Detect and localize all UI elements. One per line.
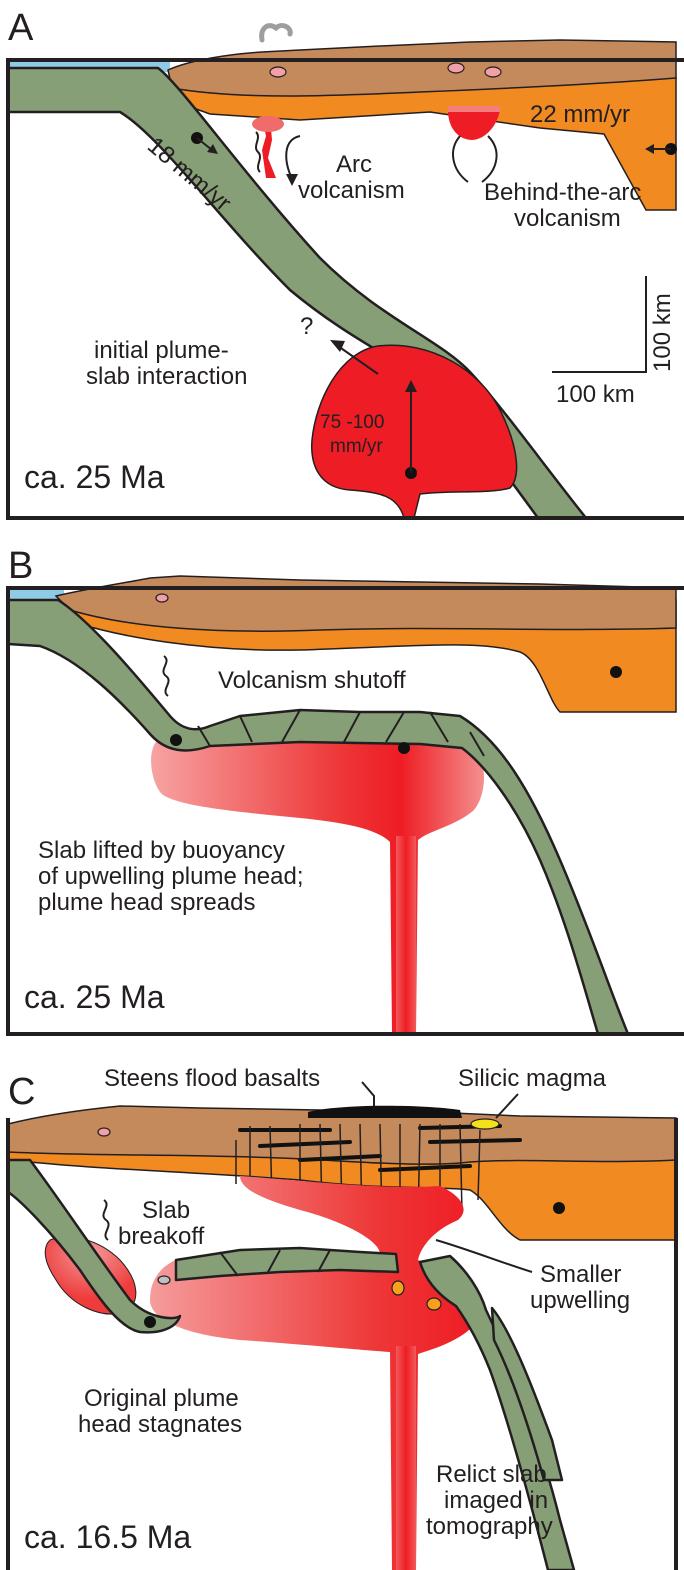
panel-b-age: ca. 25 Ma (24, 979, 165, 1015)
silicic-magma-body (471, 1119, 499, 1129)
panel-b: B Volcanism shutoff Slab lifted by buoya… (8, 545, 684, 1034)
behind-arc-label-line1: Behind-the-arc (484, 179, 641, 206)
smaller-upwelling-label-line2: upwelling (530, 1287, 630, 1314)
plate-position-dot (553, 1202, 565, 1214)
upwelling-arrow-right (482, 136, 497, 182)
interaction-label-line1: initial plume- (94, 337, 229, 364)
steens-label: Steens flood basalts (104, 1065, 320, 1092)
plume-rate-label-line1: 75 -100 (320, 412, 384, 433)
melt-pocket (392, 1281, 404, 1295)
arc-label-line1: Arc (336, 151, 372, 178)
melt-pocket (448, 63, 464, 73)
upwelling-arrow-left (453, 136, 468, 182)
relict-label-line3: tomography (426, 1513, 553, 1540)
plate-position-dot (610, 666, 622, 678)
melt-pocket (158, 1276, 170, 1284)
relict-label-line2: imaged in (444, 1487, 548, 1514)
steens-leader-line (362, 1082, 374, 1106)
behind-arc-melt-layer (448, 106, 500, 112)
arrowhead (286, 174, 298, 186)
behind-arc-magma (448, 110, 500, 140)
flood-basalt-cap (308, 1106, 462, 1118)
stagnates-label-line2: head stagnates (78, 1411, 242, 1438)
question-mark: ? (300, 313, 313, 340)
lifted-label-line2: of upwelling plume head; (38, 863, 304, 890)
wavy-arrow (103, 1200, 108, 1240)
plate-rate-label: 22 mm/yr (530, 101, 630, 128)
wavy-arrow (163, 656, 168, 696)
scale-horizontal-label: 100 km (556, 381, 635, 408)
panel-b-letter: B (8, 545, 33, 587)
slab-position-dot (170, 734, 182, 746)
arc-label-line2: volcanism (298, 177, 405, 204)
arc-magma-chamber (252, 116, 284, 132)
lifted-label-line1: Slab lifted by buoyancy (38, 837, 285, 864)
slab-position-dot (144, 1316, 156, 1328)
silicic-leader-line (496, 1094, 518, 1118)
scale-vertical-label: 100 km (649, 293, 676, 372)
plume-stem-b (396, 836, 416, 1034)
melt-pocket (270, 67, 286, 77)
ocean-water (8, 590, 64, 600)
behind-arc-label-line2: volcanism (514, 205, 621, 232)
panel-a-age: ca. 25 Ma (24, 459, 165, 495)
plume-rate-label-line2: mm/yr (330, 436, 383, 457)
scale-bar (552, 276, 646, 372)
breakoff-label-line2: breakoff (118, 1223, 205, 1250)
panel-c-age: ca. 16.5 Ma (24, 1519, 191, 1555)
stagnates-label-line1: Original plume (84, 1385, 239, 1412)
lifted-label-line3: plume head spreads (38, 889, 255, 916)
plume-stem-c (396, 1346, 416, 1570)
melt-pocket (156, 594, 168, 602)
melt-pocket (98, 1128, 110, 1136)
wavy-arrow (256, 132, 260, 172)
shutoff-label: Volcanism shutoff (218, 667, 406, 694)
silicic-label: Silicic magma (458, 1065, 607, 1092)
relict-label-line1: Relict slab (436, 1461, 547, 1488)
smaller-upwelling-label-line1: Smaller (540, 1261, 621, 1288)
plume-position-dot (398, 742, 410, 754)
panel-a: A (8, 7, 684, 518)
crust-b (56, 576, 676, 631)
arc-flow-arrow (286, 136, 300, 178)
breakoff-label-line1: Slab (142, 1197, 190, 1224)
interaction-label-line2: slab interaction (86, 363, 247, 390)
melt-pocket (427, 1298, 441, 1310)
panel-c-letter: C (8, 1071, 35, 1113)
melt-pocket (485, 67, 501, 77)
panel-c: C Steens flood basalts (8, 1065, 676, 1570)
volcanic-ash-plume (262, 26, 291, 40)
panel-a-letter: A (8, 7, 34, 49)
